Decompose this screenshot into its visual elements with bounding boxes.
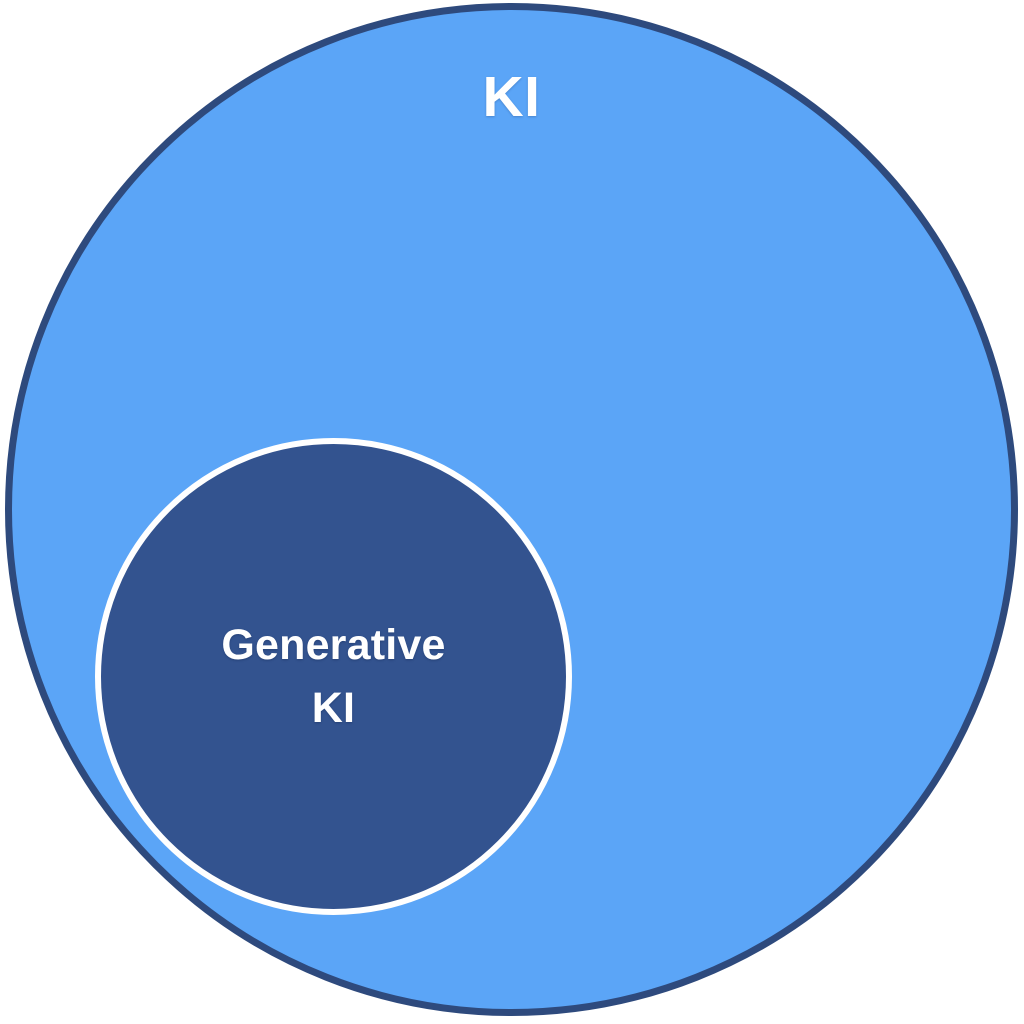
outer-set-circle-ki[interactable]: KI Generative KI	[5, 3, 1018, 1016]
inner-set-label: Generative KI	[221, 614, 445, 739]
inner-set-label-line-1: Generative	[221, 621, 446, 670]
inner-set-circle-generative-ki[interactable]: Generative KI	[95, 438, 572, 915]
inner-set-label-line-2: KI	[311, 683, 356, 732]
outer-set-label: KI	[482, 65, 541, 129]
